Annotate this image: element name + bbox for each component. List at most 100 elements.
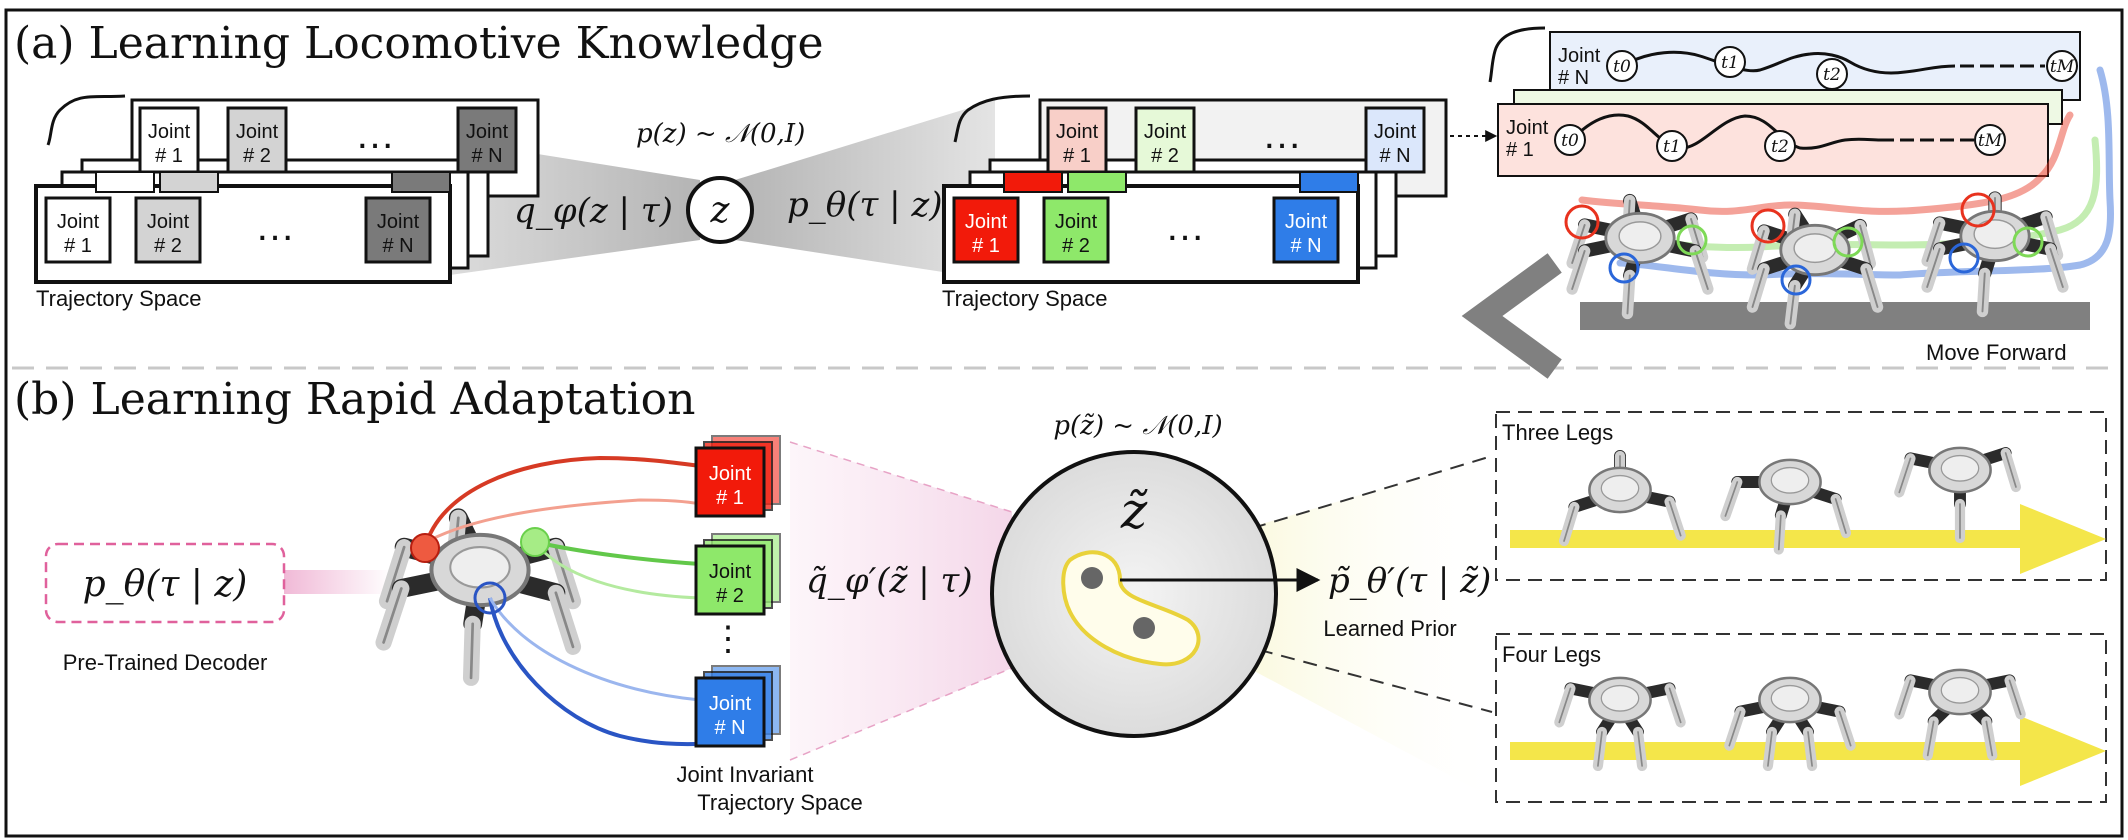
enc-front-card-3-id: # N <box>382 235 413 257</box>
mapping-curve-red <box>423 455 701 549</box>
dec-back-card-1: Joint# 1 <box>1046 106 1108 174</box>
encoder-formula: q_φ(z | τ) <box>514 191 673 231</box>
dec-front-card-3: Joint# N <box>1272 196 1340 264</box>
mapping-curve-green-inner <box>533 541 701 600</box>
dec-front-card-3-joint: Joint <box>1285 211 1328 233</box>
decoder-ellipsis-back: … <box>1262 113 1302 157</box>
adaptation-funnel <box>790 442 1012 760</box>
enc-front-card-2-id: # 2 <box>154 235 182 257</box>
four-leg-robot-1 <box>1554 676 1686 772</box>
joint-invariant-label-1: Joint Invariant <box>677 762 814 787</box>
ji-card-1-joint: Joint <box>709 463 752 485</box>
wave-back-id: # N <box>1558 67 1589 89</box>
enc-mid-card-3 <box>391 171 451 193</box>
enc-back-card-1: Joint# 1 <box>138 106 200 174</box>
adaptation-robot <box>375 508 582 686</box>
three-leg-robots <box>1558 446 2022 555</box>
four-leg-robot-3 <box>1894 668 2026 761</box>
trail-red <box>1578 111 2074 215</box>
joint-marker-b-blue <box>473 581 507 615</box>
wave-back-node-t2-label: t2 <box>1823 65 1841 85</box>
dec-back-card-2-id: # 2 <box>1151 145 1179 167</box>
dec-front-card-1-joint: Joint <box>965 211 1008 233</box>
panel-a-title: (a) Learning Locomotive Knowledge <box>14 18 824 69</box>
move-forward-arrow <box>1461 253 2090 379</box>
joint-markers-b <box>410 527 550 615</box>
latent-sample-2 <box>1133 617 1155 639</box>
dec-front-card-3-id: # N <box>1290 235 1321 257</box>
wave-back-node-t2: t2 <box>1816 58 1848 90</box>
ji-card-2-joint: Joint <box>709 561 752 583</box>
enc-mid-card-2 <box>159 171 219 193</box>
wave-front-node-t2-label: t2 <box>1771 137 1789 157</box>
dec-back-card-2: Joint# 2 <box>1134 106 1196 174</box>
latent-symbol: z <box>710 190 731 231</box>
joint-marker-green-2 <box>1832 226 1864 258</box>
wave-back-node-t1: t1 <box>1714 46 1746 78</box>
latent-node <box>686 176 754 244</box>
joint-marker-b-red <box>410 533 440 563</box>
three-leg-robot-3 <box>1894 446 2022 544</box>
joint-marker-green-1 <box>1676 224 1708 256</box>
enc-front-card-1-id: # 1 <box>64 235 92 257</box>
dec-mid-card-2 <box>1067 171 1127 193</box>
wave-front-node-tM: tM <box>1974 124 2006 156</box>
decoder-ellipsis-front: … <box>1165 205 1205 249</box>
wave-front-node-t0: t0 <box>1554 124 1586 156</box>
decoder-formula: p_θ(τ | z) <box>787 185 943 225</box>
dec-front-card-1-id: # 1 <box>972 235 1000 257</box>
learned-prior-label: Learned Prior <box>1323 616 1456 641</box>
ji-card-3: Joint# N <box>694 676 766 748</box>
cards-vdots: ⋮ <box>711 620 745 658</box>
wave-back-node-tM-label: tM <box>2050 57 2075 77</box>
enc-front-card-1: Joint# 1 <box>44 196 112 264</box>
joint-marker-blue-1 <box>1608 252 1640 284</box>
wave-front-curve <box>1570 113 1881 150</box>
three-legs-arrow <box>1510 504 2106 574</box>
enc-front-card-3: Joint# N <box>364 196 432 264</box>
robot-a-2 <box>1746 207 1884 330</box>
enc-back-card-2-joint: Joint <box>236 121 279 143</box>
pretrained-decoder-box <box>44 542 286 624</box>
four-leg-robots <box>1554 668 2026 772</box>
mapping-curve-red-inner <box>429 498 701 542</box>
ji-card-1-id: # 1 <box>716 487 744 509</box>
enc-back-card-3: Joint# N <box>456 106 518 174</box>
adaptation-latent-circle <box>990 450 1278 738</box>
enc-back-card-1-id: # 1 <box>155 145 183 167</box>
encoder-ellipsis-front: … <box>255 205 295 249</box>
dec-front-card-2-joint: Joint <box>1055 211 1098 233</box>
dec-front-card-1: Joint# 1 <box>952 196 1020 264</box>
joint-marker-red-1 <box>1564 204 1600 240</box>
pretrained-decoder-formula: p_θ(τ | z) <box>83 564 248 605</box>
enc-back-card-2: Joint# 2 <box>226 106 288 174</box>
pretrained-decoder-label: Pre-Trained Decoder <box>63 650 268 675</box>
prior-formula: p(z) ~ 𝒩(0,I) <box>636 119 805 149</box>
ji-card-3-id: # N <box>714 717 745 739</box>
enc-back-card-2-id: # 2 <box>243 145 271 167</box>
joint-marker-blue-2 <box>1780 264 1812 296</box>
robot-a-3 <box>1921 191 2069 318</box>
wave-back-node-t0: t0 <box>1606 50 1638 82</box>
wave-back-node-tM: tM <box>2046 50 2078 82</box>
wave-back-joint: Joint <box>1558 45 1601 67</box>
four-leg-robot-2 <box>1724 676 1856 772</box>
panel-b-title: (b) Learning Rapid Adaptation <box>14 374 696 425</box>
enc-front-card-1-joint: Joint <box>57 211 100 233</box>
dec-back-card-3-id: # N <box>1379 145 1410 167</box>
robot-a-1 <box>1566 193 1714 320</box>
adaptation-prior-formula: p(z̃) ~ 𝒩(0,I) <box>1053 411 1222 441</box>
wave-front-id: # 1 <box>1506 139 1534 161</box>
dec-back-card-3-joint: Joint <box>1374 121 1417 143</box>
learned-prior-formula: p̃_θ′(τ | z̃) <box>1328 561 1491 601</box>
dec-front-card-2-id: # 2 <box>1062 235 1090 257</box>
enc-front-card-2-joint: Joint <box>147 211 190 233</box>
three-legs-label: Three Legs <box>1502 420 1613 445</box>
joint-invariant-label-2: Trajectory Space <box>697 790 862 815</box>
adaptation-latent-symbol: z̃ <box>1120 482 1148 540</box>
mapping-curve-blue-inner <box>488 597 701 702</box>
wave-front-node-t2: t2 <box>1764 130 1796 162</box>
